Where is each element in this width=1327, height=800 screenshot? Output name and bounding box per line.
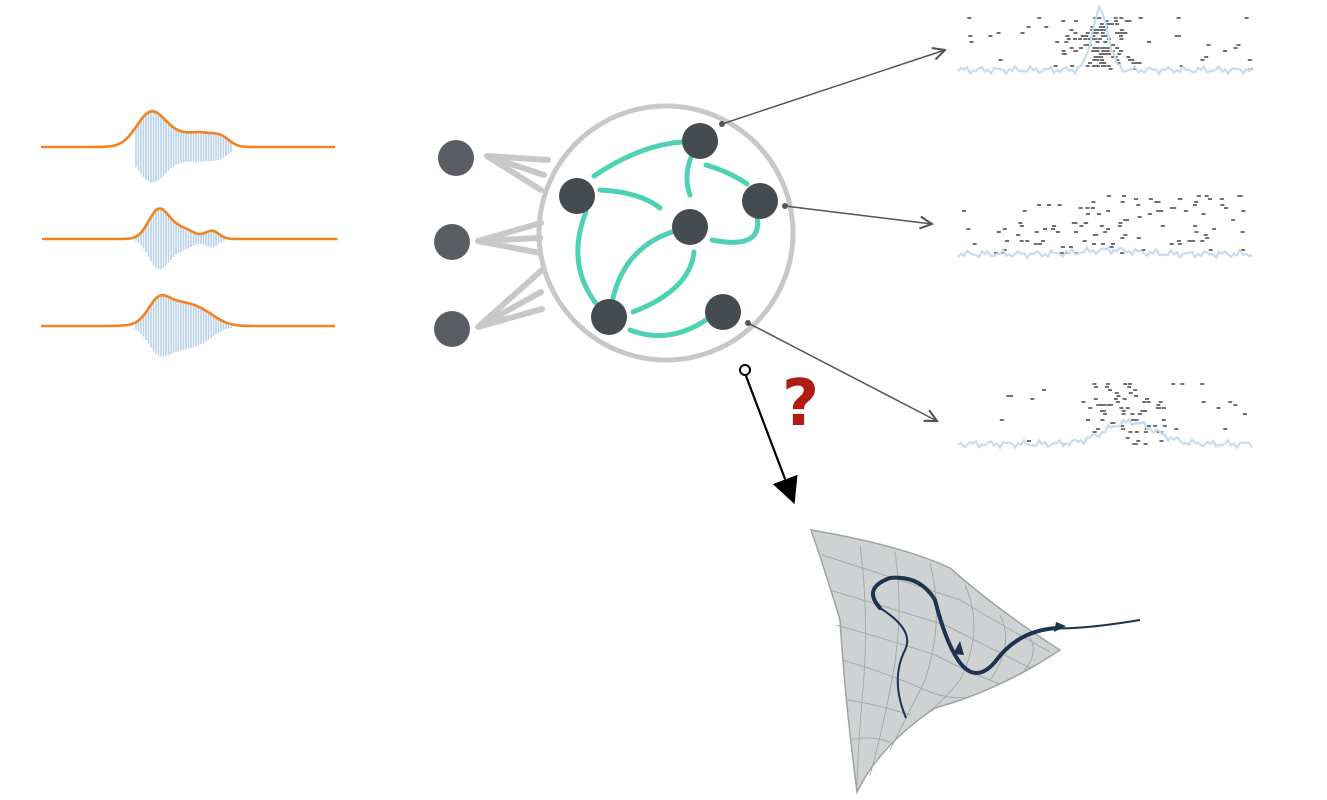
network-node-right <box>742 183 778 219</box>
population-rate-trace <box>957 417 1253 450</box>
trajectory-arrowhead-1 <box>1054 622 1066 632</box>
neural-manifold <box>809 529 1141 795</box>
input-signal-2 <box>42 207 338 270</box>
signal-waveform <box>135 207 225 270</box>
network-node-bottom-right <box>705 294 741 330</box>
input-signal-1 <box>41 109 335 183</box>
input-node-1 <box>438 140 474 176</box>
input-node-3 <box>434 311 470 347</box>
question-mark-label: ? <box>782 367 820 441</box>
network-node-left <box>559 178 595 214</box>
mapping-arrow-origin <box>739 364 751 376</box>
network-nodes <box>559 123 778 335</box>
spike-raster-1 <box>957 3 1253 77</box>
spike-raster-2 <box>957 195 1253 260</box>
input-signal-3 <box>41 293 335 357</box>
signal-envelope <box>41 293 335 328</box>
spike-ticks <box>999 383 1247 445</box>
input-node-2 <box>434 224 470 260</box>
readout-dot-2 <box>782 203 788 209</box>
network-node-top <box>682 123 718 159</box>
signal-envelope <box>41 110 335 149</box>
network-node-center <box>672 209 708 245</box>
signal-envelope <box>42 207 338 241</box>
population-rate-trace <box>957 3 1253 77</box>
input-fan-connections <box>475 153 551 330</box>
network-connections <box>575 139 761 339</box>
signal-waveform <box>135 109 232 183</box>
input-signals <box>41 109 338 357</box>
readout-dot-1 <box>719 121 725 127</box>
trajectory-highlight <box>870 575 1060 675</box>
readout-dot-3 <box>745 320 751 326</box>
mapping-arrow <box>744 375 798 505</box>
network-node-bottom-left <box>591 299 627 335</box>
signal-waveform <box>135 293 232 357</box>
population-rate-trace <box>957 245 1253 260</box>
spike-ticks <box>962 195 1246 254</box>
trajectory-arrowhead-2 <box>953 641 964 655</box>
readout-arrows <box>721 50 945 421</box>
spike-raster-3 <box>957 383 1253 450</box>
spike-rasters <box>957 3 1253 450</box>
network-boundary-ring <box>536 103 796 363</box>
